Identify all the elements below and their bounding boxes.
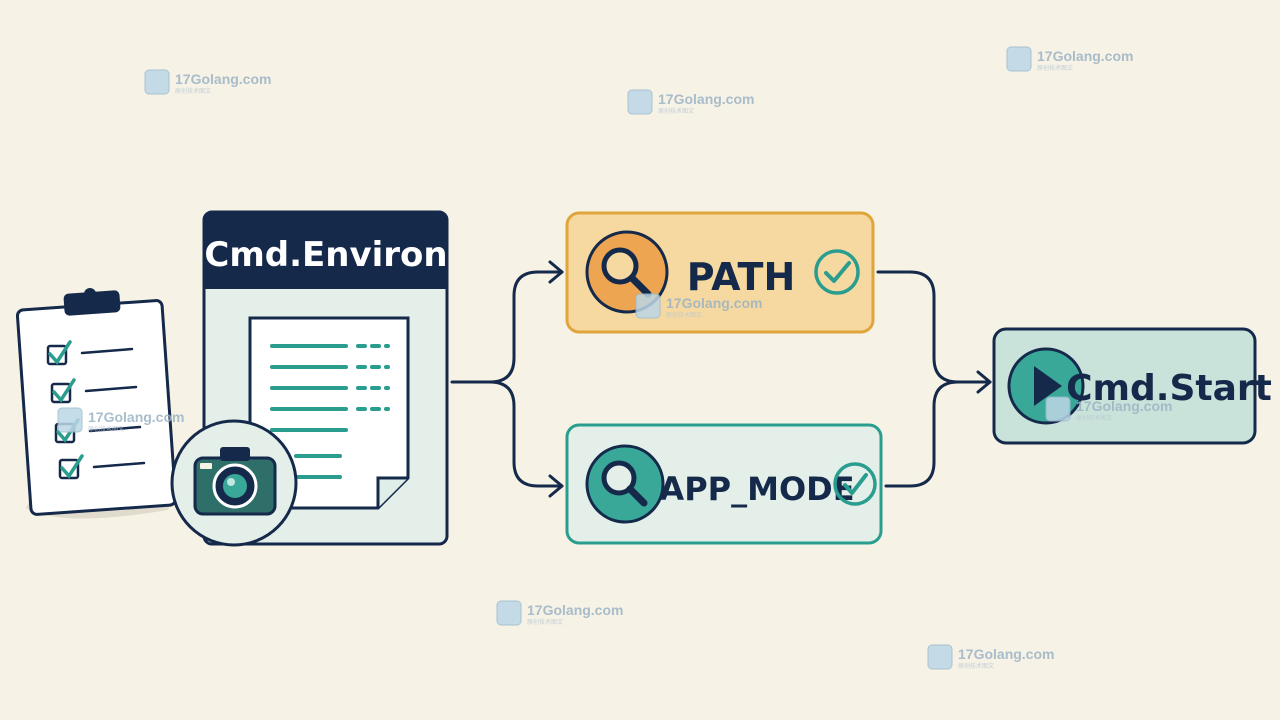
watermark-text: 17Golang.com: [527, 602, 623, 618]
watermark-subtext: 原创技术图文: [1037, 64, 1073, 72]
cmd-start-box: Cmd.Start: [992, 327, 1272, 445]
environ-title: Cmd.Environ: [204, 235, 447, 275]
app-mode-box: APP_MODE: [565, 423, 883, 545]
watermark-subtext: 原创技术图文: [666, 311, 702, 319]
watermark-subtext: 原创技术图文: [527, 618, 563, 626]
flow-connectors: [450, 260, 992, 498]
watermark-logo-icon: [1006, 46, 1032, 72]
connector-to-path: [450, 270, 564, 384]
watermark-logo-icon: [57, 407, 83, 433]
watermark-text: 17Golang.com: [658, 91, 754, 107]
arrowhead-path: [548, 260, 564, 284]
watermark-text: 17Golang.com: [88, 409, 184, 425]
app-mode-label: APP_MODE: [659, 470, 854, 508]
watermark-subtext: 原创技术图文: [1076, 414, 1112, 422]
watermark-subtext: 原创技术图文: [175, 87, 211, 95]
camera-icon: [170, 419, 298, 547]
connector-from-path: [876, 270, 992, 384]
path-check-icon: [814, 249, 860, 295]
watermark-text: 17Golang.com: [1037, 48, 1133, 64]
watermark-subtext: 原创技术图文: [958, 662, 994, 670]
path-box: PATH: [565, 211, 875, 334]
watermark-subtext: 原创技术图文: [658, 107, 694, 115]
cmd-start-label: Cmd.Start: [1066, 368, 1272, 409]
watermark-subtext: 原创技术图文: [88, 425, 124, 433]
watermark-logo-icon: [927, 644, 953, 670]
watermark-text: 17Golang.com: [958, 646, 1054, 662]
watermark-text: 17Golang.com: [175, 71, 271, 87]
connector-to-app-mode: [488, 380, 564, 488]
app-mode-check-icon: [833, 462, 877, 506]
watermark-logo-icon: [627, 89, 653, 115]
connector-from-app-mode: [884, 380, 960, 488]
watermark-text: 17Golang.com: [666, 295, 762, 311]
watermark-logo-icon: [144, 69, 170, 95]
magnifier-icon: [601, 460, 648, 507]
clipboard-checklist-icon: [15, 288, 178, 519]
environ-header: [204, 212, 447, 289]
watermark-logo-icon: [496, 600, 522, 626]
magnifier-icon: [601, 247, 652, 298]
watermark-logo-icon: [1045, 396, 1071, 422]
path-label: PATH: [687, 255, 796, 299]
watermark-logo-icon: [635, 293, 661, 319]
arrowhead-start: [976, 370, 992, 394]
watermark-text: 17Golang.com: [1076, 398, 1172, 414]
arrowhead-app-mode: [548, 474, 564, 498]
cmd-environ-panel: Cmd.Environ: [170, 210, 449, 547]
